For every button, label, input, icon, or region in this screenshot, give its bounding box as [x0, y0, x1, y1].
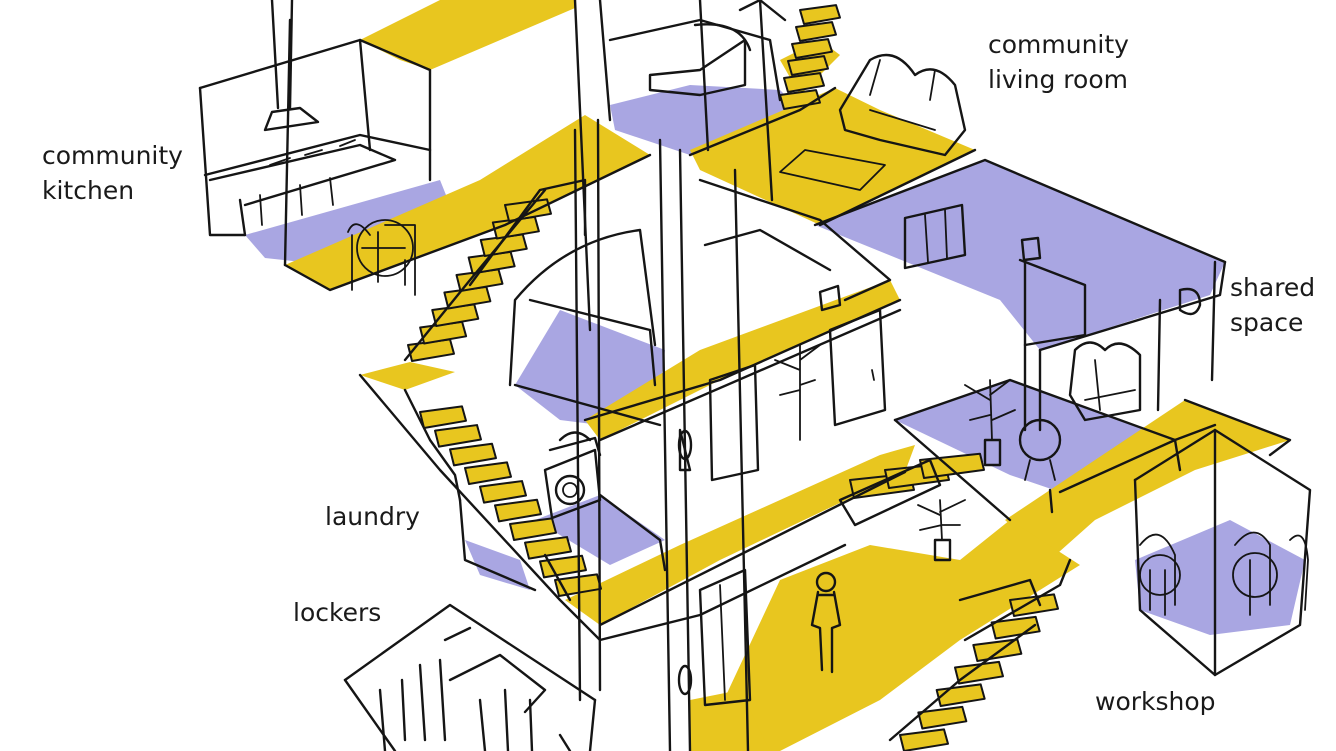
stair-tread [783, 72, 825, 93]
label-shared-space-line2: space [1230, 308, 1304, 337]
stair-tread [524, 536, 572, 560]
central-corridor [700, 520, 1080, 751]
stair-tread [791, 38, 833, 59]
stair-tread [799, 4, 841, 25]
label-community-kitchen-line2: kitchen [42, 176, 135, 205]
shared-space-back-floor [815, 160, 1225, 350]
stair-tread [795, 21, 837, 42]
label-workshop-text: workshop [1095, 687, 1216, 716]
label-lockers-text: lockers [293, 598, 382, 627]
stair-tread [954, 660, 1004, 685]
lower-walkway [565, 445, 915, 625]
stair-tread [494, 498, 542, 523]
right-walkway [1005, 400, 1290, 560]
stair-tread [434, 424, 482, 448]
label-shared-space-line1: shared [1230, 273, 1316, 302]
lockers-floor-corner [465, 540, 530, 590]
stair-tread [509, 517, 557, 541]
label-community-living-room-line1: community [988, 30, 1129, 59]
label-community-kitchen-line1: community [42, 141, 183, 170]
stair-tread [919, 452, 985, 479]
stair-tread [419, 405, 467, 429]
label-community-kitchen: community kitchen [42, 138, 183, 208]
label-laundry-text: laundry [325, 502, 420, 531]
kitchen-floor [245, 180, 450, 265]
stair-tread [917, 705, 968, 730]
mid-stair-landing [360, 362, 455, 390]
label-laundry: laundry [325, 499, 420, 534]
stair-tread [899, 728, 949, 751]
label-community-living-room-line2: living room [988, 65, 1128, 94]
upper-room-floor [610, 85, 800, 155]
upper-landing [690, 88, 975, 225]
stair-tread [479, 480, 527, 504]
staircase-middle [419, 405, 602, 597]
label-workshop: workshop [1095, 684, 1216, 719]
upper-walkway [285, 115, 650, 290]
stair-tread [464, 461, 512, 485]
label-lockers: lockers [293, 595, 381, 630]
linework [198, 0, 1312, 751]
stair-tread [972, 638, 1023, 662]
stair-tread [787, 55, 829, 76]
stair-tread [539, 554, 587, 579]
top-bridge [360, 0, 575, 70]
stair-tread [990, 615, 1041, 640]
workshop-floor [1135, 520, 1305, 635]
stair-tread [449, 442, 497, 467]
label-shared-space: shared space [1230, 270, 1315, 340]
label-community-living-room: community living room [988, 27, 1129, 97]
